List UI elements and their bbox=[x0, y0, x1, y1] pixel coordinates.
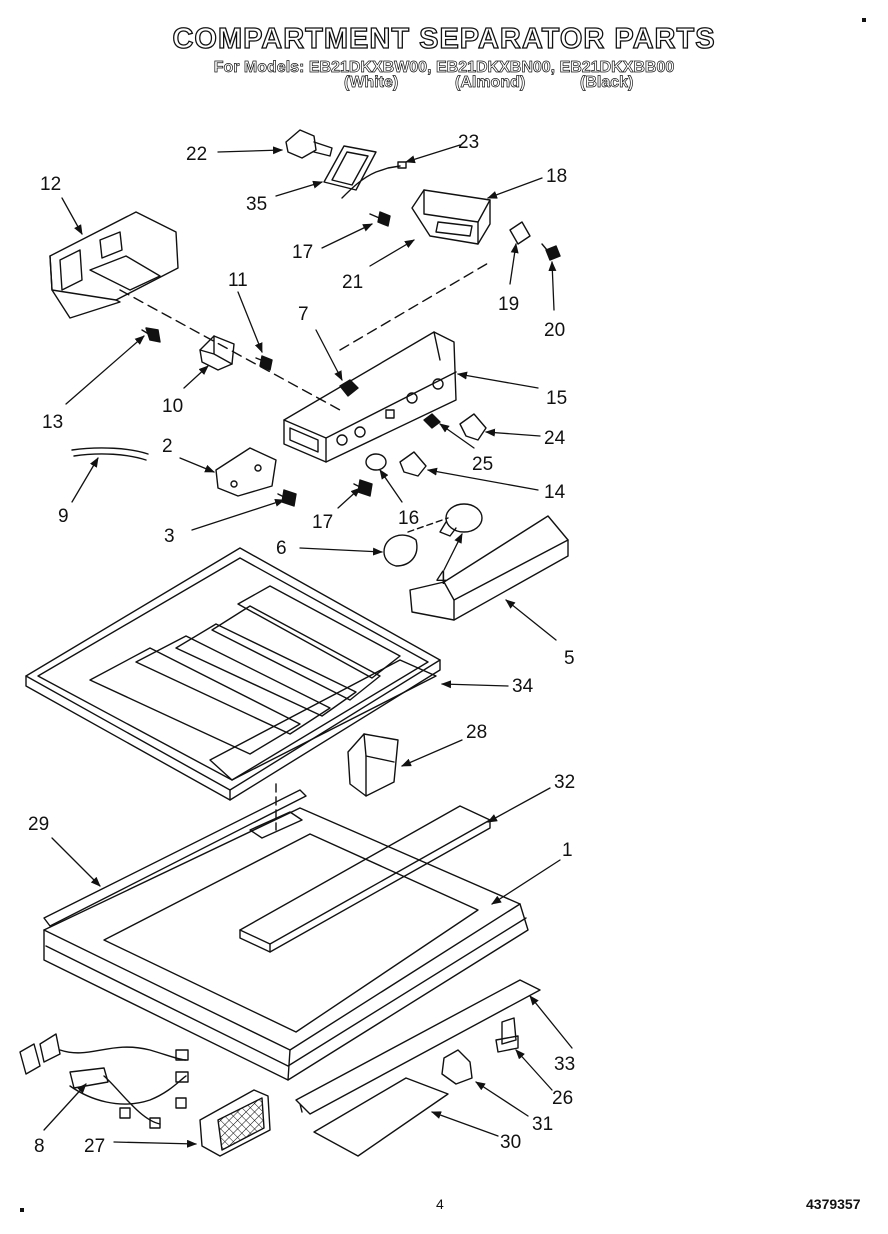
part-18-housing bbox=[411, 189, 491, 245]
part-1-frame bbox=[43, 807, 529, 1081]
part-20-screw bbox=[541, 243, 561, 261]
part-14-knob bbox=[399, 451, 427, 477]
part-13-screw bbox=[141, 327, 161, 343]
color-almond: (Almond) bbox=[455, 74, 526, 92]
callout-2: 2 bbox=[162, 436, 173, 457]
part-10-switch bbox=[199, 335, 235, 371]
callout-28: 28 bbox=[466, 722, 487, 743]
callout-24: 24 bbox=[544, 428, 566, 449]
part-28-cover bbox=[347, 733, 399, 797]
callout-leaders bbox=[43, 144, 573, 1148]
callout-18: 18 bbox=[546, 166, 567, 187]
page-header: COMPARTMENT SEPARATOR PARTS For Models: … bbox=[0, 22, 888, 78]
callout-14: 14 bbox=[544, 482, 566, 503]
callout-5: 5 bbox=[564, 648, 575, 669]
leader-dash bbox=[339, 261, 491, 351]
part-11-screw bbox=[255, 355, 273, 371]
callout-32: 32 bbox=[554, 772, 575, 793]
part-15-housing bbox=[283, 331, 457, 463]
callout-11: 11 bbox=[228, 270, 248, 291]
part-25-pad bbox=[423, 413, 441, 429]
part-29-strip bbox=[43, 789, 307, 927]
part-27-screen bbox=[199, 1089, 271, 1157]
callout-17: 17 bbox=[292, 242, 313, 263]
part-24-knob bbox=[459, 413, 487, 441]
callout-10: 10 bbox=[162, 396, 183, 417]
part-31-bracket bbox=[441, 1049, 473, 1085]
part-16-lens bbox=[365, 453, 387, 471]
callout-17-lower: 17 bbox=[312, 512, 333, 533]
corner-mark bbox=[862, 18, 866, 22]
part-23-terminal bbox=[397, 161, 407, 169]
callout-30: 30 bbox=[500, 1132, 521, 1153]
leader-dash bbox=[407, 517, 449, 533]
part-9-tube bbox=[71, 447, 149, 461]
callout-34: 34 bbox=[512, 676, 534, 697]
part-6-shield bbox=[383, 534, 418, 567]
callout-27: 27 bbox=[84, 1136, 105, 1157]
callout-35: 35 bbox=[246, 194, 267, 215]
leader-dash bbox=[119, 289, 341, 411]
callout-numbers: 22 23 35 18 12 17 21 19 20 11 7 15 13 10… bbox=[28, 132, 575, 1157]
callout-31: 31 bbox=[532, 1114, 553, 1135]
callout-3: 3 bbox=[164, 526, 175, 547]
callout-21: 21 bbox=[342, 272, 363, 293]
model-list: For Models: EB21DKXBW00, EB21DKXBN00, EB… bbox=[213, 59, 675, 77]
color-white: (White) bbox=[344, 74, 399, 92]
part-3-screw bbox=[277, 489, 297, 507]
callout-1: 1 bbox=[562, 840, 573, 861]
part-2-plate bbox=[215, 447, 277, 497]
callout-23: 23 bbox=[458, 132, 479, 153]
callout-22: 22 bbox=[186, 144, 207, 165]
callout-25: 25 bbox=[472, 454, 493, 475]
part-4-bulb bbox=[439, 503, 483, 537]
part-17-screw bbox=[369, 211, 391, 227]
part-8-harness bbox=[19, 1033, 189, 1129]
part-26-connector bbox=[495, 1017, 519, 1053]
callout-12: 12 bbox=[40, 174, 61, 195]
callout-6: 6 bbox=[276, 538, 287, 559]
part-35-gasket bbox=[323, 145, 377, 191]
callout-4: 4 bbox=[436, 568, 447, 589]
page-number: 4 bbox=[436, 1196, 444, 1212]
part-22-connector bbox=[285, 129, 333, 159]
page-title: COMPARTMENT SEPARATOR PARTS bbox=[172, 22, 716, 55]
callout-8: 8 bbox=[34, 1136, 45, 1157]
corner-mark bbox=[20, 1208, 24, 1212]
part-12-bracket bbox=[49, 211, 179, 319]
part-34-shelf bbox=[25, 547, 441, 801]
part-33-rail bbox=[295, 979, 541, 1115]
callout-20: 20 bbox=[544, 320, 565, 341]
document-code: 4379357 bbox=[806, 1196, 861, 1212]
callout-7: 7 bbox=[298, 304, 309, 325]
part-30-panel bbox=[313, 1077, 449, 1157]
callout-33: 33 bbox=[554, 1054, 575, 1075]
color-row: (White) (Almond) (Black) bbox=[0, 74, 888, 96]
part-7-clip bbox=[339, 379, 359, 397]
part-17-screw-lower bbox=[353, 479, 373, 497]
part-5-trim bbox=[409, 515, 569, 621]
part-23-wire bbox=[341, 165, 401, 199]
callout-9: 9 bbox=[58, 506, 69, 527]
callout-19: 19 bbox=[498, 294, 519, 315]
callout-13: 13 bbox=[42, 412, 63, 433]
part-32-channel bbox=[239, 805, 491, 953]
part-19-sleeve bbox=[509, 221, 531, 245]
callout-26: 26 bbox=[552, 1088, 573, 1109]
callout-16: 16 bbox=[398, 508, 419, 529]
callout-15: 15 bbox=[546, 388, 567, 409]
callout-29: 29 bbox=[28, 814, 49, 835]
color-black: (Black) bbox=[580, 74, 634, 92]
